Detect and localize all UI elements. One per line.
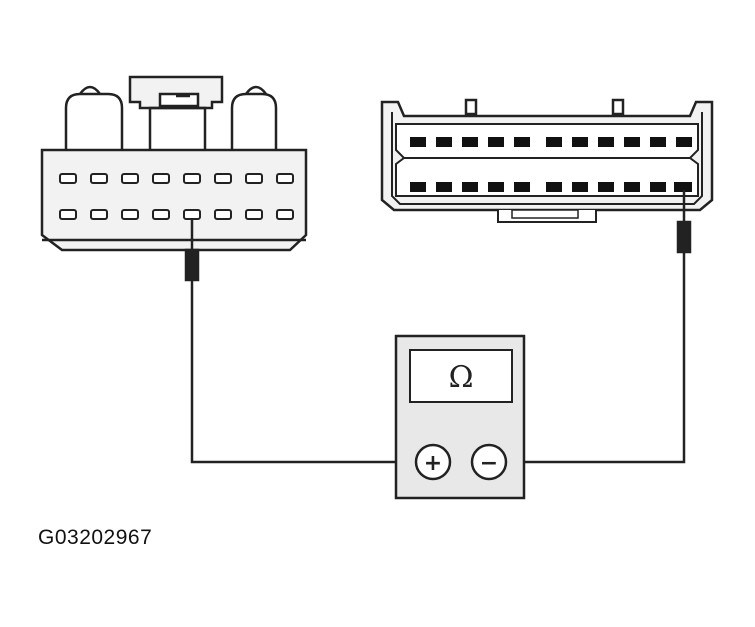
left-pin bbox=[121, 209, 139, 220]
right-pin bbox=[410, 137, 426, 147]
right-pin bbox=[598, 182, 614, 192]
left-connector-top-housing bbox=[64, 92, 278, 150]
negative-terminal-label: − bbox=[480, 451, 498, 476]
right-pin bbox=[572, 137, 588, 147]
left-pin bbox=[276, 173, 294, 184]
positive-terminal bbox=[414, 443, 452, 481]
right-pin bbox=[598, 137, 614, 147]
right-pin bbox=[546, 182, 562, 192]
ohmmeter: Ω + − bbox=[394, 334, 526, 500]
left-pin bbox=[59, 209, 77, 220]
left-pin bbox=[214, 173, 232, 184]
left-probe-tip bbox=[184, 248, 200, 282]
right-pin bbox=[572, 182, 588, 192]
ohm-symbol: Ω bbox=[449, 360, 474, 395]
right-pin bbox=[624, 137, 640, 147]
right-pin-probed bbox=[674, 182, 692, 192]
left-connector-pin-row-1 bbox=[59, 173, 294, 184]
test-leads bbox=[184, 190, 692, 464]
figure-id-label: G03202967 bbox=[38, 526, 153, 549]
negative-lead-wire bbox=[506, 252, 686, 464]
positive-terminal-label: + bbox=[424, 451, 442, 476]
right-pin bbox=[488, 137, 504, 147]
right-pin bbox=[436, 182, 452, 192]
left-pin bbox=[90, 173, 108, 184]
left-pin-probed bbox=[183, 209, 201, 220]
left-pin bbox=[214, 209, 232, 220]
right-pin bbox=[410, 182, 426, 192]
right-connector-pin-row-1 bbox=[410, 137, 692, 147]
right-pin bbox=[676, 137, 692, 147]
left-pin bbox=[245, 173, 263, 184]
right-connector-pin-row-2 bbox=[410, 182, 692, 192]
right-pin bbox=[462, 182, 478, 192]
right-pin bbox=[650, 182, 666, 192]
left-pin bbox=[152, 173, 170, 184]
ohmmeter-display bbox=[409, 349, 513, 403]
right-pin bbox=[624, 182, 640, 192]
left-pin bbox=[245, 209, 263, 220]
right-pin bbox=[436, 137, 452, 147]
right-pin bbox=[514, 137, 530, 147]
left-pin bbox=[152, 209, 170, 220]
right-connector-tab-left bbox=[464, 98, 478, 116]
left-pin bbox=[183, 173, 201, 184]
right-pin bbox=[488, 182, 504, 192]
right-pin bbox=[546, 137, 562, 147]
right-connector-tab-right bbox=[611, 98, 625, 116]
left-connector bbox=[40, 75, 308, 252]
right-connector bbox=[380, 98, 714, 223]
right-pin bbox=[462, 137, 478, 147]
left-connector-pin-row-2 bbox=[59, 209, 294, 220]
left-pin bbox=[276, 209, 294, 220]
left-pin bbox=[59, 173, 77, 184]
right-probe-tip bbox=[676, 220, 692, 254]
left-connector-body bbox=[40, 148, 308, 252]
left-pin bbox=[121, 173, 139, 184]
left-pin bbox=[90, 209, 108, 220]
right-pin bbox=[650, 137, 666, 147]
negative-terminal bbox=[470, 443, 508, 481]
right-pin bbox=[514, 182, 530, 192]
positive-lead-wire bbox=[190, 280, 418, 464]
